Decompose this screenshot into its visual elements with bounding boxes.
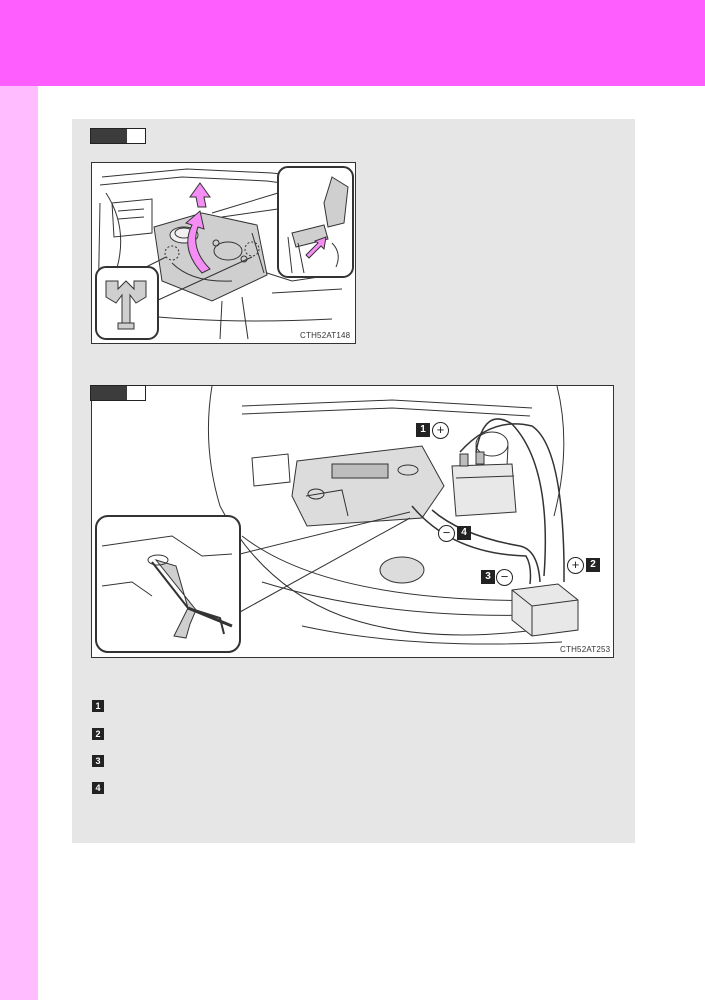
figure-engine-cover: CTH52AT148: [91, 162, 356, 344]
callout-2-label: 2: [586, 558, 600, 572]
figure-code: CTH52AT253: [560, 645, 611, 654]
callout-2-polarity: +: [567, 557, 584, 574]
callout-1-polarity: +: [432, 422, 449, 439]
step-1-marker: 1: [92, 700, 104, 712]
step-tag-bar: [91, 386, 127, 400]
step-tag-bar: [91, 129, 127, 143]
callout-3-label: 3: [481, 570, 495, 584]
engine-cover-illustration: [95, 166, 354, 340]
step-2-marker: 2: [92, 728, 104, 740]
callout-4-polarity: −: [438, 525, 455, 542]
instruction-panel: CTH52AT148: [72, 119, 635, 843]
chapter-side-tab: [0, 86, 38, 1000]
step-tag-1: [90, 128, 146, 144]
step-tag-number: [128, 386, 145, 400]
callout-3-polarity: −: [496, 569, 513, 586]
jump-start-illustration: [95, 386, 579, 653]
header-band: [0, 0, 705, 86]
step-4-marker: 4: [92, 782, 104, 794]
callout-1-label: 1: [416, 423, 430, 437]
callout-4-label: 4: [457, 526, 471, 540]
step-tag-number: [128, 129, 145, 143]
step-tag-2-overlay: [90, 385, 146, 401]
figure-code: CTH52AT148: [300, 331, 351, 340]
figure-jump-start: 1 + + 2 3 − − 4 CTH52AT253: [91, 385, 614, 658]
step-3-marker: 3: [92, 755, 104, 767]
